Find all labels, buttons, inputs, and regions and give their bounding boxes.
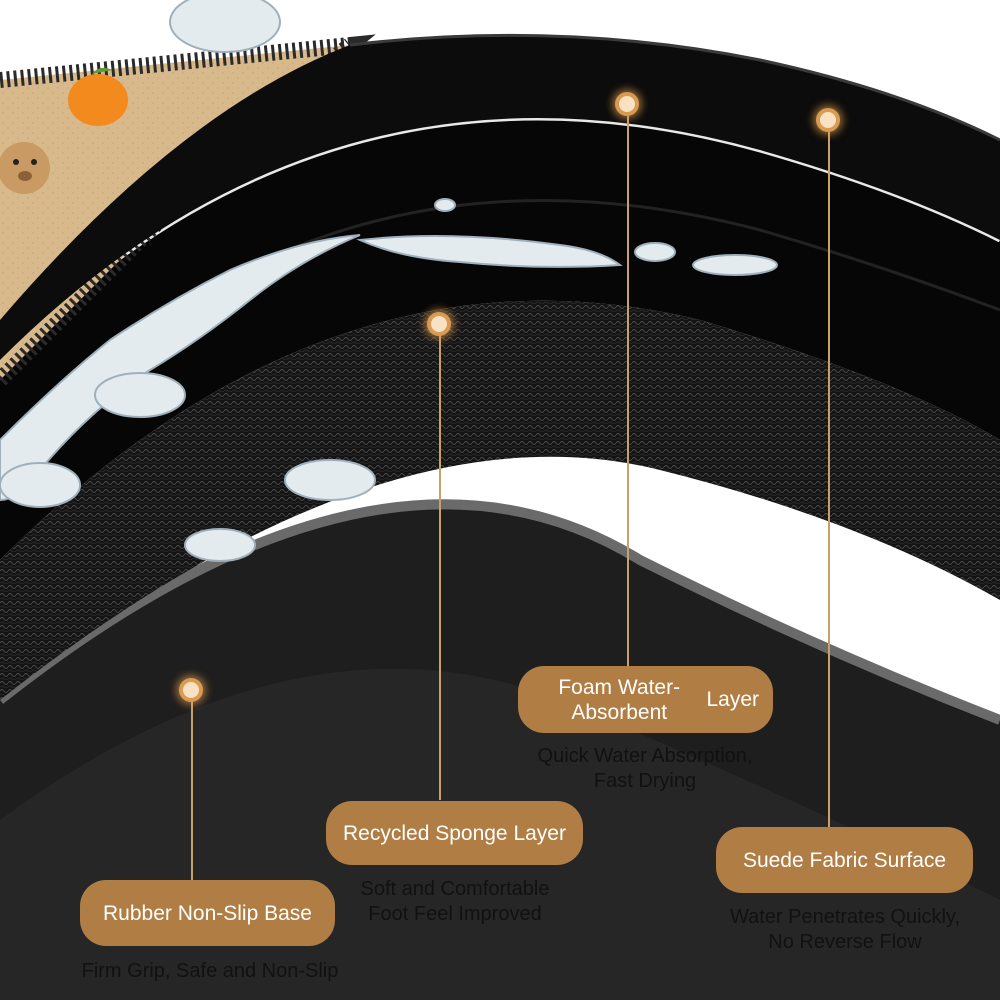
foam-leader-line xyxy=(627,110,629,670)
bear-face-icon xyxy=(0,142,50,194)
rubber-layer-description: Firm Grip, Safe and Non-Slip xyxy=(81,960,339,982)
suede-layer-description: Water Penetrates Quickly, No Reverse Flo… xyxy=(729,906,961,953)
suede-fabric-layer xyxy=(0,45,350,380)
sponge-layer xyxy=(0,300,1000,700)
rubber-layer-title: Rubber Non-Slip Base xyxy=(80,880,335,946)
glow-dot-icon xyxy=(179,678,203,702)
rubber-leader-line xyxy=(191,695,193,880)
layer-separator-line xyxy=(0,115,1000,362)
glow-dot-icon xyxy=(615,92,639,116)
foam-layer-title: Foam Water-Absorbent Layer xyxy=(518,666,773,733)
foam-layer-description: Quick Water Absorption, Fast Drying xyxy=(537,745,753,792)
glow-dot-icon xyxy=(816,108,840,132)
water-splash-icon xyxy=(0,0,778,562)
orange-icon xyxy=(68,67,128,126)
suede-leader-line xyxy=(828,125,830,830)
rubber-base-edge xyxy=(0,499,1000,725)
sponge-leader-line xyxy=(439,330,441,800)
glow-dot-icon xyxy=(427,312,451,336)
suede-layer-title: Suede Fabric Surface xyxy=(716,827,973,893)
sponge-layer-description: Soft and Comfortable Foot Feel Improved xyxy=(360,878,550,925)
sponge-layer-title: Recycled Sponge Layer xyxy=(326,801,583,865)
